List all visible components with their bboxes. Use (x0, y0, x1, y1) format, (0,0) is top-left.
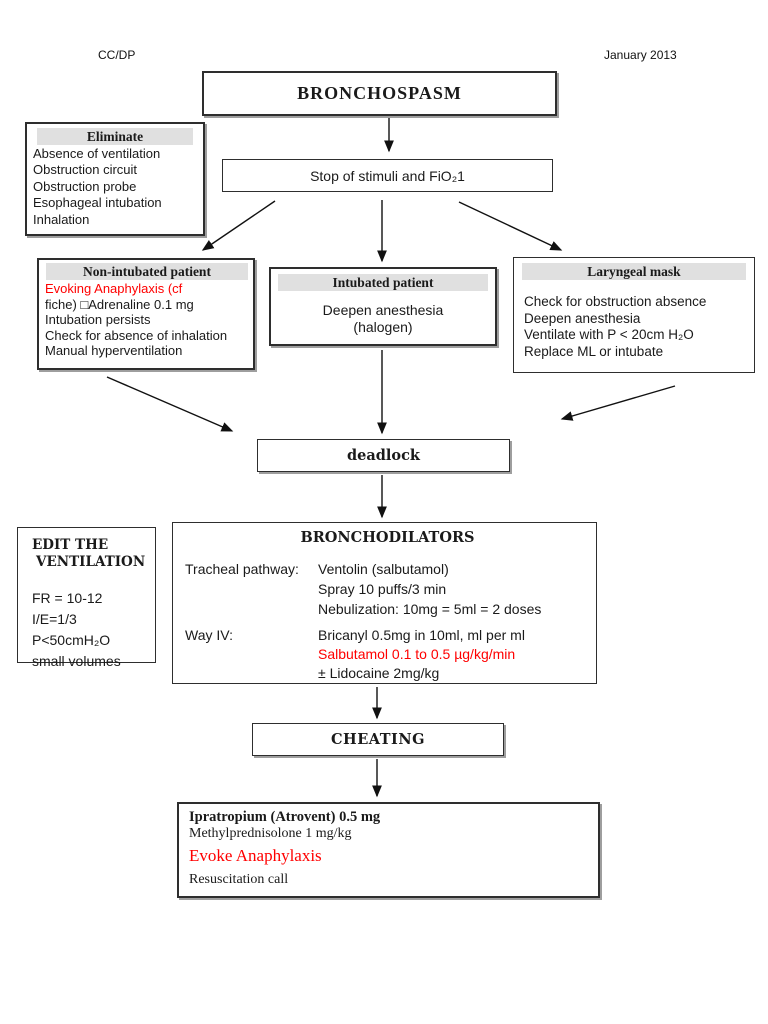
eliminate-item: Absence of ventilation (33, 146, 161, 161)
arrow-stop-to-nonintubated (201, 200, 276, 251)
arrow-laryngeal-to-deadlock (560, 385, 676, 421)
node-cheating-title: CHEATING (331, 731, 425, 748)
node-laryngeal-mask: Laryngeal mask Check for obstruction abs… (513, 257, 755, 373)
node-bronchospasm: BRONCHOSPASM (202, 71, 557, 116)
node-deadlock: deadlock (257, 439, 510, 472)
non-intubated-line: Manual hyperventilation (45, 343, 183, 358)
node-eliminate: Eliminate Absence of ventilation Obstruc… (25, 122, 205, 236)
non-intubated-line: fiche) □Adrenaline 0.1 mg (45, 296, 194, 312)
eliminate-item: Inhalation (33, 211, 90, 227)
bronchodilators-line: ± Lidocaine 2mg/kg (318, 665, 440, 681)
arrow-stop-to-laryngeal (458, 201, 563, 251)
edit-ventilation-item: I/E=1/3 (32, 611, 77, 627)
non-intubated-line: Intubation persists (45, 312, 151, 327)
bronchodilators-line: Bricanyl 0.5mg in 10ml, ml per ml (318, 627, 525, 643)
edit-ventilation-item: P<50cmH₂O (32, 632, 111, 648)
bronchodilators-line-red: Salbutamol 0.1 to 0.5 µg/kg/min (318, 646, 516, 662)
node-bronchodilators-title: BRONCHODILATORS (300, 529, 475, 546)
node-eliminate-title: Eliminate (37, 128, 193, 145)
node-stop-stimuli-label: Stop of stimuli and FiO₂1 (310, 167, 465, 184)
node-bronchospasm-title: BRONCHOSPASM (297, 83, 462, 103)
node-cheating: CHEATING (252, 723, 504, 756)
bronchodilators-row2-label: Way IV: (185, 627, 233, 643)
bronchodilators-line: Spray 10 puffs/3 min (318, 581, 447, 597)
bronchodilators-line: Ventolin (salbutamol) (318, 561, 449, 577)
node-non-intubated-title: Non-intubated patient (46, 263, 248, 280)
node-edit-ventilation: EDIT THE VENTILATION FR = 10-12 I/E=1/3 … (17, 527, 156, 669)
eliminate-item: Obstruction probe (33, 178, 137, 194)
node-deadlock-title: deadlock (347, 447, 420, 464)
node-intubated: Intubated patient Deepen anesthesia (hal… (269, 267, 497, 346)
non-intubated-line: Check for absence of inhalation (45, 327, 228, 343)
node-bronchodilators: BRONCHODILATORS Tracheal pathway: Ventol… (172, 522, 597, 684)
laryngeal-item: Replace ML or intubate (524, 343, 664, 359)
eliminate-item: Obstruction circuit (33, 162, 138, 178)
node-final-treatment: Ipratropium (Atrovent) 0.5 mg Methylpred… (177, 802, 600, 898)
bronchodilators-line: Nebulization: 10mg = 5ml = 2 doses (318, 601, 542, 617)
final-line: Methylprednisolone 1 mg/kg (189, 826, 352, 841)
arrow-nonintubated-to-deadlock (106, 376, 234, 432)
eliminate-item: Esophageal intubation (33, 195, 162, 211)
node-intubated-title: Intubated patient (278, 274, 488, 291)
intubated-line: (halogen) (353, 319, 413, 335)
doc-ref-label: CC/DP (98, 48, 136, 62)
laryngeal-item: Ventilate with P < 20cm H₂O (524, 327, 694, 342)
intubated-line: Deepen anesthesia (322, 302, 444, 318)
node-non-intubated: Non-intubated patient Evoking Anaphylaxi… (37, 258, 255, 370)
bronchodilators-row1-label: Tracheal pathway: (185, 561, 299, 577)
final-line-bold: Ipratropium (Atrovent) 0.5 mg (189, 809, 381, 825)
laryngeal-item: Check for obstruction absence (524, 294, 707, 309)
laryngeal-item: Deepen anesthesia (524, 310, 641, 326)
edit-ventilation-item: FR = 10-12 (32, 590, 103, 606)
edit-ventilation-title: EDIT THE (32, 537, 109, 553)
node-laryngeal-title: Laryngeal mask (522, 263, 746, 280)
final-line: Resuscitation call (189, 872, 289, 887)
final-line-red: Evoke Anaphylaxis (189, 846, 322, 865)
edit-ventilation-item: small volumes (32, 653, 121, 669)
edit-ventilation-title: VENTILATION (36, 554, 146, 570)
node-stop-stimuli: Stop of stimuli and FiO₂1 (222, 159, 553, 192)
doc-date-label: January 2013 (604, 48, 677, 62)
non-intubated-line-red: Evoking Anaphylaxis (cf (45, 281, 183, 296)
